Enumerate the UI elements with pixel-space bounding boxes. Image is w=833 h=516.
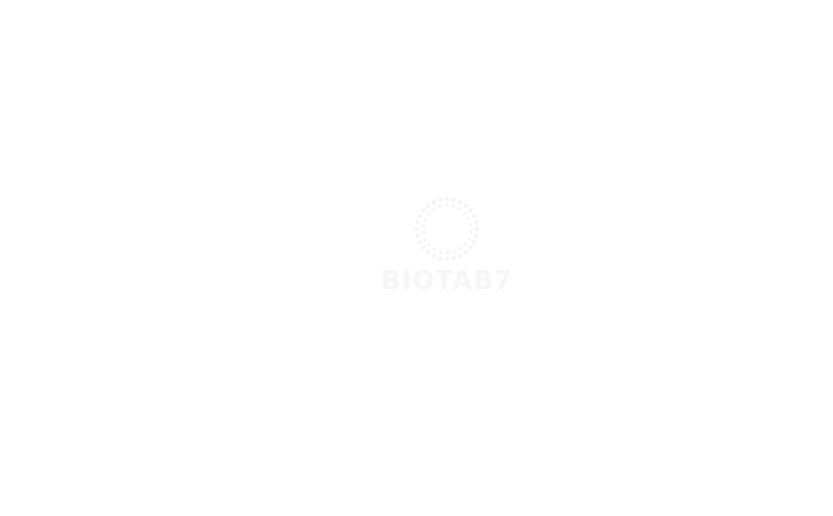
dotted-ring-emblem-icon: [414, 196, 480, 262]
emblem-dot: [451, 197, 457, 203]
emblem-dot: [426, 211, 431, 216]
emblem-dot: [421, 207, 426, 213]
emblem-dot: [414, 226, 420, 232]
emblem-dot: [452, 250, 457, 254]
emblem-dot: [471, 239, 477, 245]
emblem-dot: [444, 256, 450, 262]
emblem-dot: [467, 236, 471, 241]
emblem-dot: [437, 204, 442, 208]
emblem-dot: [463, 242, 468, 247]
emblem-dot: [451, 255, 457, 261]
emblem-dot: [421, 224, 425, 228]
emblem-dot: [437, 255, 443, 261]
emblem-dot: [468, 223, 473, 227]
emblem-dot: [417, 239, 423, 245]
emblem-dot: [415, 219, 421, 225]
emblem-dot: [415, 233, 421, 239]
emblem-dot: [417, 213, 423, 219]
emblem-dot: [421, 245, 426, 251]
emblem-dot: [457, 206, 462, 211]
emblem-dot: [432, 247, 437, 252]
emblem-dot: [431, 207, 436, 211]
emblem-dot: [425, 203, 431, 208]
emblem-dot: [463, 250, 469, 255]
emblem-dot: [468, 207, 473, 213]
emblem-dot: [451, 204, 456, 208]
emblem-dot: [423, 237, 428, 242]
emblem-dot: [445, 251, 450, 255]
emblem-dot: [468, 245, 473, 251]
brand-logo: BIOTAB7: [374, 194, 520, 308]
emblem-dot: [431, 199, 437, 205]
emblem-dot: [457, 253, 463, 259]
emblem-dot: [457, 199, 463, 205]
emblem-dot: [471, 213, 477, 219]
emblem-dot: [423, 217, 427, 222]
emblem-dot: [444, 203, 449, 207]
emblem-dot: [444, 196, 450, 202]
emblem-dot: [473, 219, 479, 225]
emblem-dot: [462, 211, 467, 215]
emblem-dot: [466, 216, 471, 221]
emblem-dot: [421, 231, 426, 235]
emblem-dot: [425, 250, 431, 255]
emblem-dot: [469, 230, 473, 234]
emblem-dot: [458, 247, 463, 251]
logo-wordmark: BIOTAB7: [380, 266, 514, 296]
emblem-dot: [427, 243, 432, 247]
emblem-dot: [474, 226, 480, 232]
emblem-dot: [463, 203, 469, 208]
emblem-dot: [473, 233, 479, 239]
emblem-dot: [438, 250, 443, 254]
emblem-dot: [437, 197, 443, 203]
emblem-dot: [431, 253, 437, 259]
